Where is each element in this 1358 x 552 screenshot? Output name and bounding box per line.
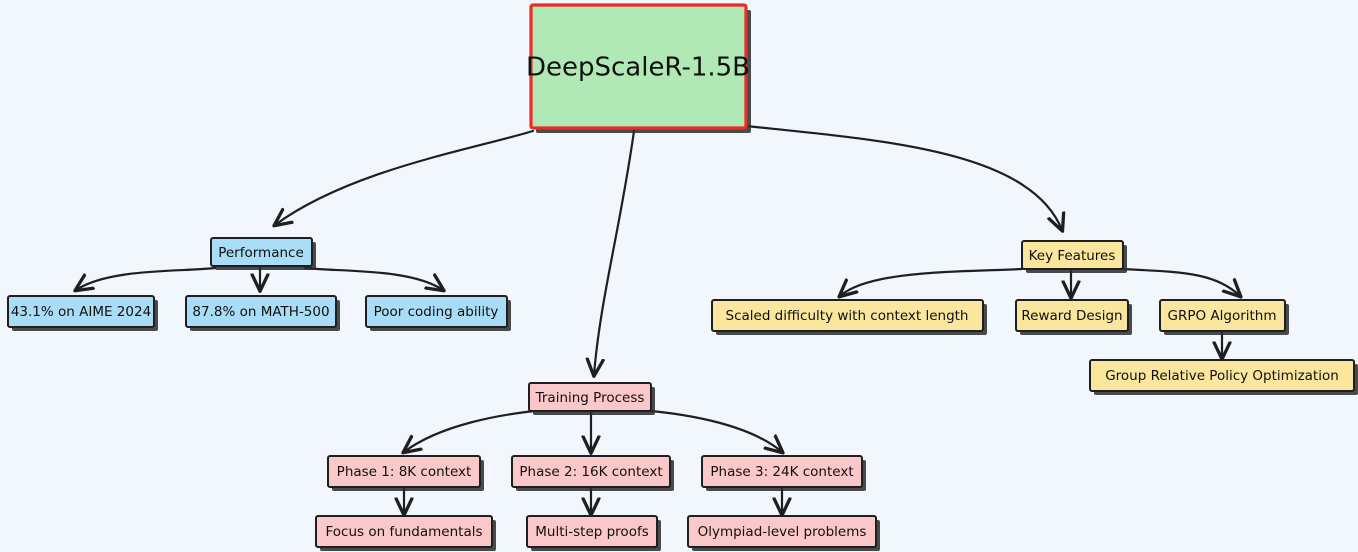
- node-grpo-expansion[interactable]: Group Relative Policy Optimization: [1089, 359, 1358, 395]
- edge-root-features: [744, 124, 1062, 230]
- node-phase2[interactable]: Phase 2: 16K context: [511, 455, 674, 491]
- node-phase1-detail-label: Focus on fundamentals: [325, 524, 482, 540]
- node-phase1[interactable]: Phase 1: 8K context: [327, 455, 484, 491]
- node-perf-coding-label: Poor coding ability: [374, 304, 499, 320]
- node-phase2-detail-label: Multi-step proofs: [535, 524, 649, 540]
- node-perf-aime[interactable]: 43.1% on AIME 2024: [7, 295, 158, 331]
- node-feat-reward[interactable]: Reward Design: [1015, 299, 1132, 335]
- node-feat-scaled-label: Scaled difficulty with context length: [726, 308, 969, 324]
- edge-training-phase3: [638, 408, 782, 452]
- node-grpo-expansion-label: Group Relative Policy Optimization: [1105, 368, 1339, 384]
- node-perf-coding[interactable]: Poor coding ability: [365, 295, 511, 331]
- node-features[interactable]: Key Features: [1021, 240, 1127, 273]
- node-phase2-detail[interactable]: Multi-step proofs: [526, 515, 661, 551]
- node-phase3-detail-label: Olympiad-level problems: [698, 524, 867, 540]
- edge-performance-aime: [76, 266, 217, 290]
- edge-training-phase1: [404, 408, 547, 452]
- node-phase3-detail[interactable]: Olympiad-level problems: [687, 515, 880, 551]
- node-features-label: Key Features: [1029, 248, 1116, 264]
- node-feat-reward-label: Reward Design: [1021, 308, 1122, 324]
- node-feat-grpo-label: GRPO Algorithm: [1167, 308, 1276, 324]
- edge-performance-coding: [303, 266, 443, 290]
- node-phase3[interactable]: Phase 3: 24K context: [701, 455, 866, 491]
- node-perf-aime-label: 43.1% on AIME 2024: [11, 304, 151, 320]
- node-phase2-label: Phase 2: 16K context: [519, 464, 662, 480]
- edge-root-performance: [275, 129, 535, 225]
- node-feat-grpo[interactable]: GRPO Algorithm: [1159, 299, 1289, 335]
- edge-features-scaled: [840, 267, 1024, 296]
- edge-group: [76, 124, 1240, 514]
- node-phase1-detail[interactable]: Focus on fundamentals: [315, 515, 496, 551]
- node-training-label: Training Process: [535, 390, 645, 406]
- node-perf-math-label: 87.8% on MATH-500: [192, 304, 329, 320]
- node-perf-math[interactable]: 87.8% on MATH-500: [185, 295, 340, 331]
- edge-features-grpo: [1120, 267, 1240, 296]
- node-phase3-label: Phase 3: 24K context: [710, 464, 853, 480]
- node-phase1-label: Phase 1: 8K context: [337, 464, 472, 480]
- node-feat-scaled[interactable]: Scaled difficulty with context length: [711, 299, 987, 335]
- node-root[interactable]: DeepScaleR-1.5B: [526, 3, 751, 133]
- node-performance[interactable]: Performance: [210, 237, 316, 270]
- node-training[interactable]: Training Process: [528, 382, 655, 415]
- node-root-label: DeepScaleR-1.5B: [526, 53, 750, 83]
- node-performance-label: Performance: [218, 245, 304, 261]
- edge-root-training: [594, 129, 636, 375]
